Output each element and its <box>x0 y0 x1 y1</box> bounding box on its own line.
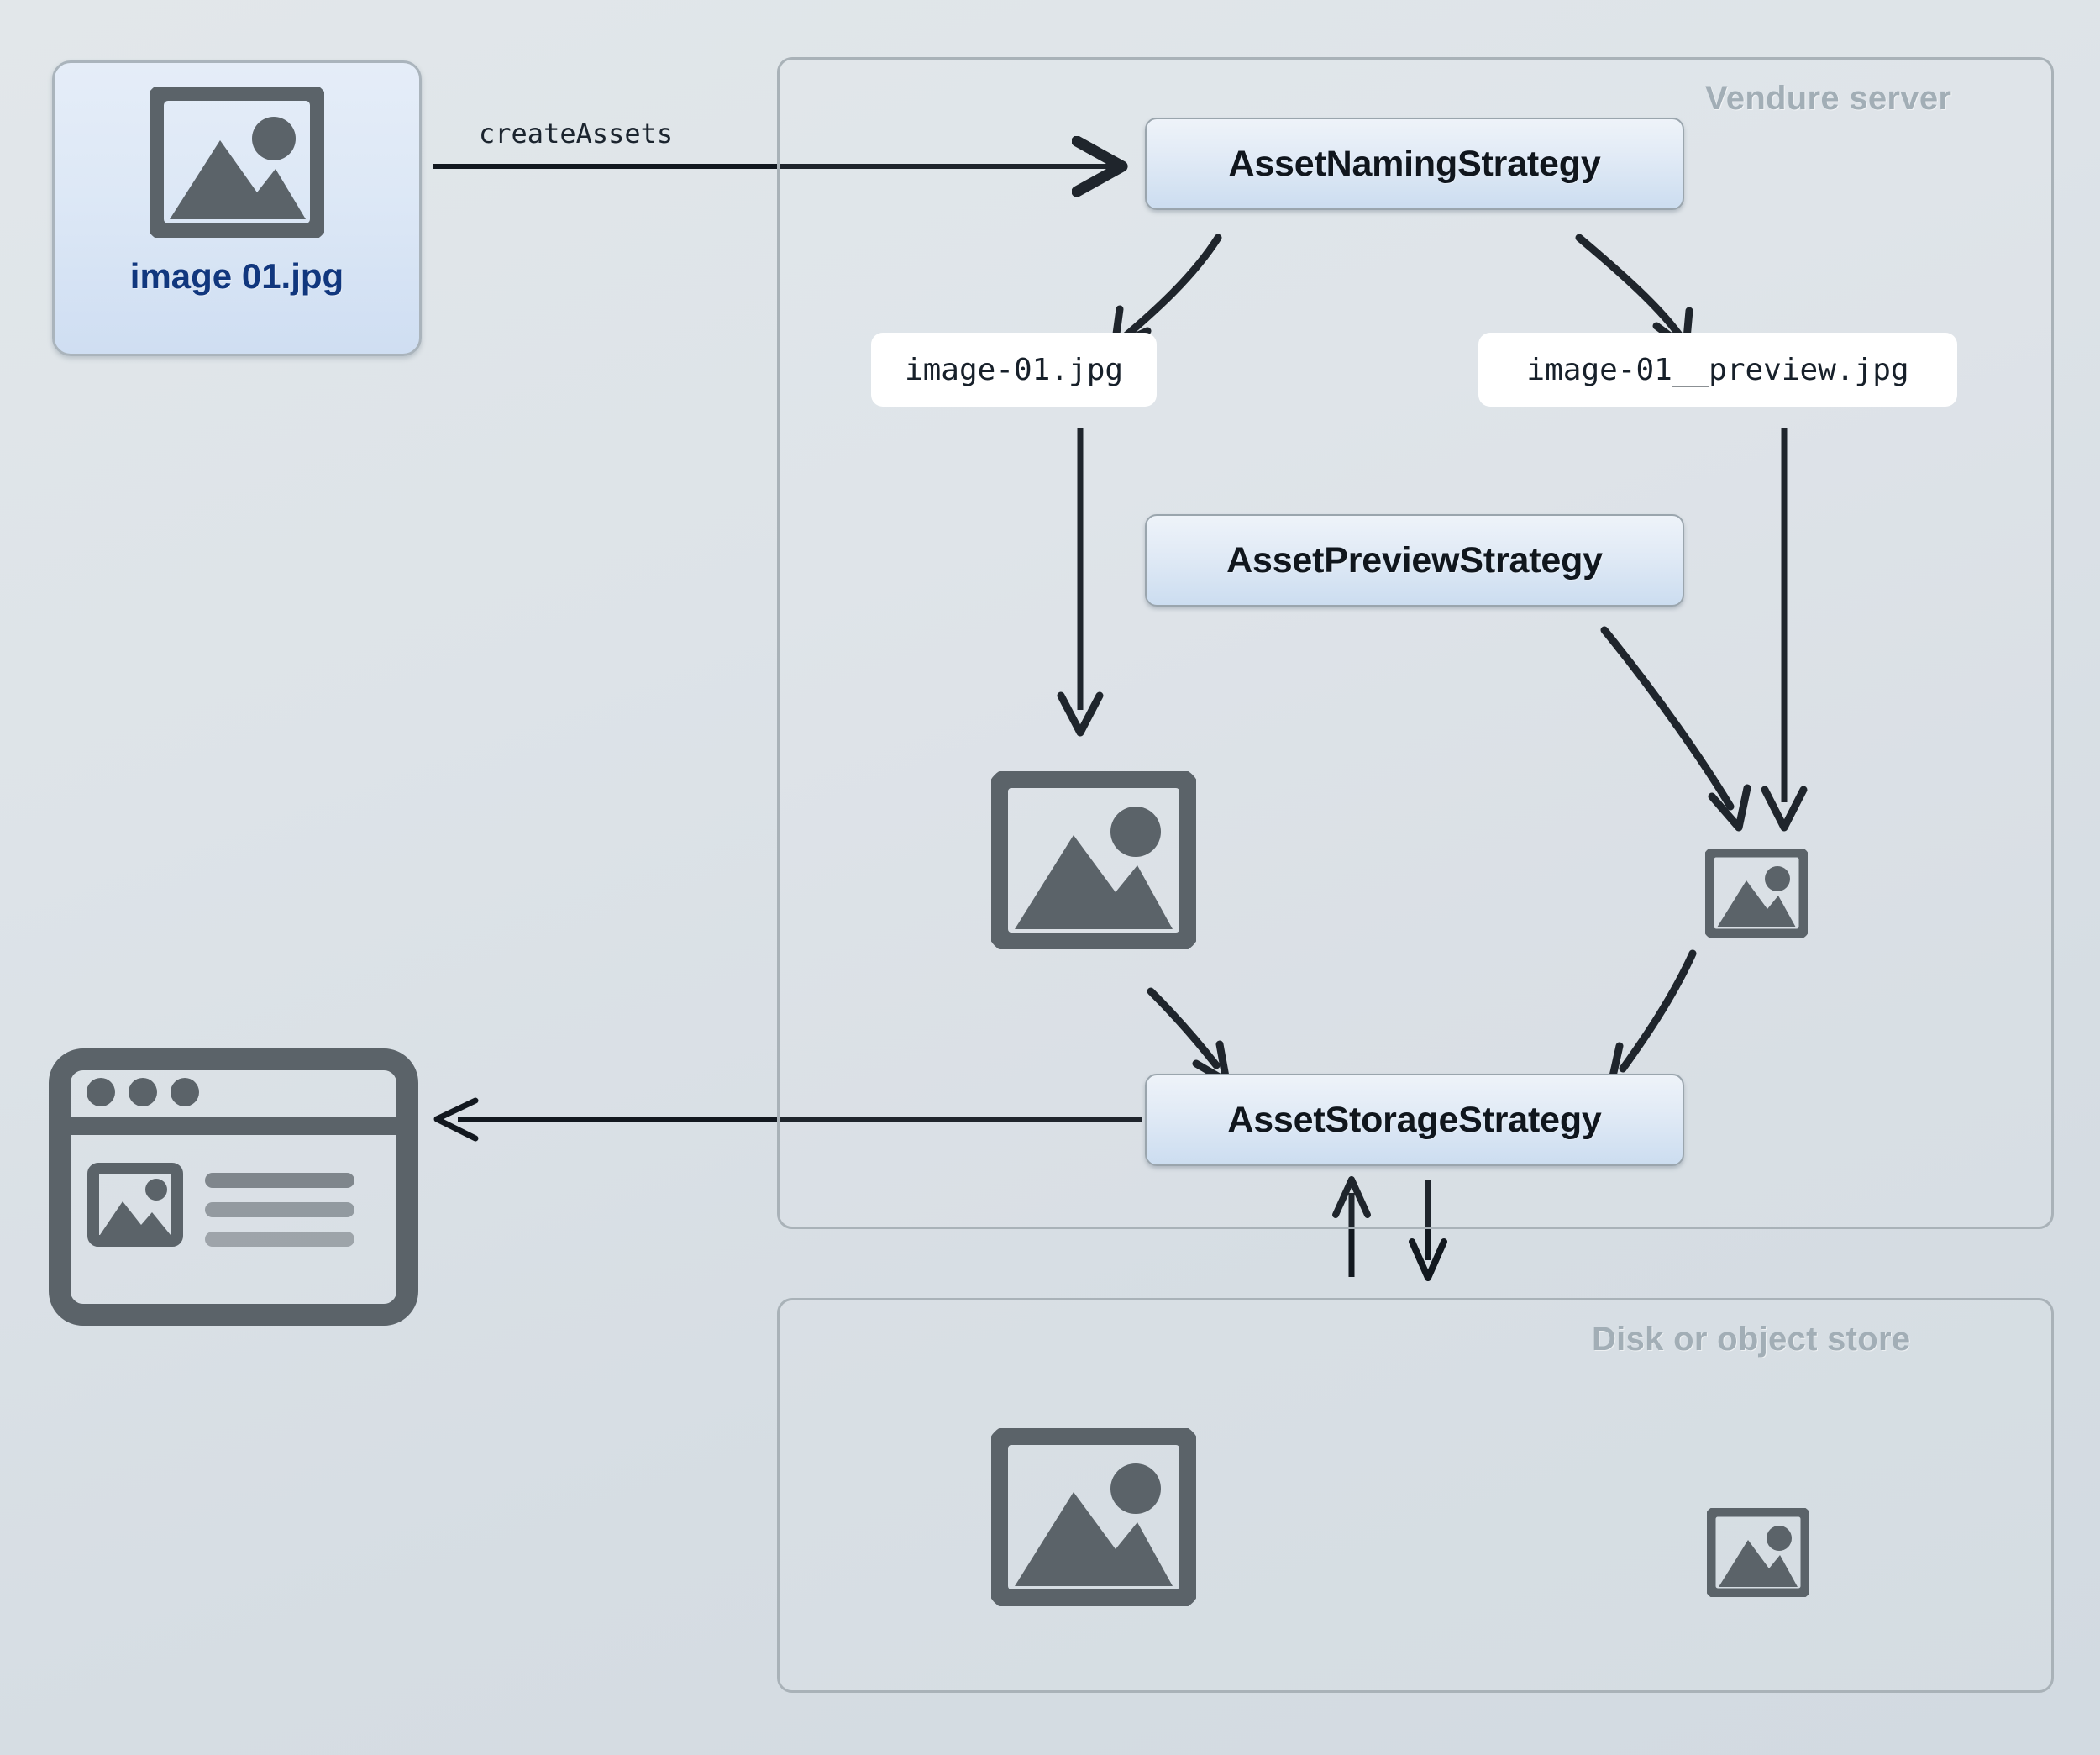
browser-window-icon <box>49 1048 418 1326</box>
file-chip-named: image-01.jpg <box>871 333 1157 407</box>
node-label-asset-naming-strategy: AssetNamingStrategy <box>1228 143 1601 184</box>
image-icon <box>150 87 324 238</box>
node-asset-naming-strategy[interactable]: AssetNamingStrategy <box>1145 118 1684 210</box>
node-asset-preview-strategy[interactable]: AssetPreviewStrategy <box>1145 514 1684 607</box>
file-chip-preview: image-01__preview.jpg <box>1478 333 1957 407</box>
source-asset-filename: image 01.jpg <box>129 256 344 296</box>
edge-label-create-assets: createAssets <box>479 118 674 150</box>
group-vendure-server <box>777 57 2054 1229</box>
image-icon <box>991 1428 1196 1606</box>
image-icon <box>1707 1508 1809 1597</box>
group-disk-or-object-store <box>777 1298 2054 1693</box>
node-asset-storage-strategy[interactable]: AssetStorageStrategy <box>1145 1074 1684 1166</box>
file-label-named: image-01.jpg <box>904 352 1124 387</box>
image-icon <box>991 771 1196 949</box>
source-asset-card[interactable]: image 01.jpg <box>52 60 422 356</box>
node-label-asset-preview-strategy: AssetPreviewStrategy <box>1226 539 1603 581</box>
group-label-vendure-server: Vendure server <box>1705 80 1952 117</box>
group-label-disk-or-object-store: Disk or object store <box>1592 1321 1911 1358</box>
image-icon <box>1705 849 1808 938</box>
file-label-preview: image-01__preview.jpg <box>1526 352 1909 387</box>
node-label-asset-storage-strategy: AssetStorageStrategy <box>1227 1099 1602 1140</box>
